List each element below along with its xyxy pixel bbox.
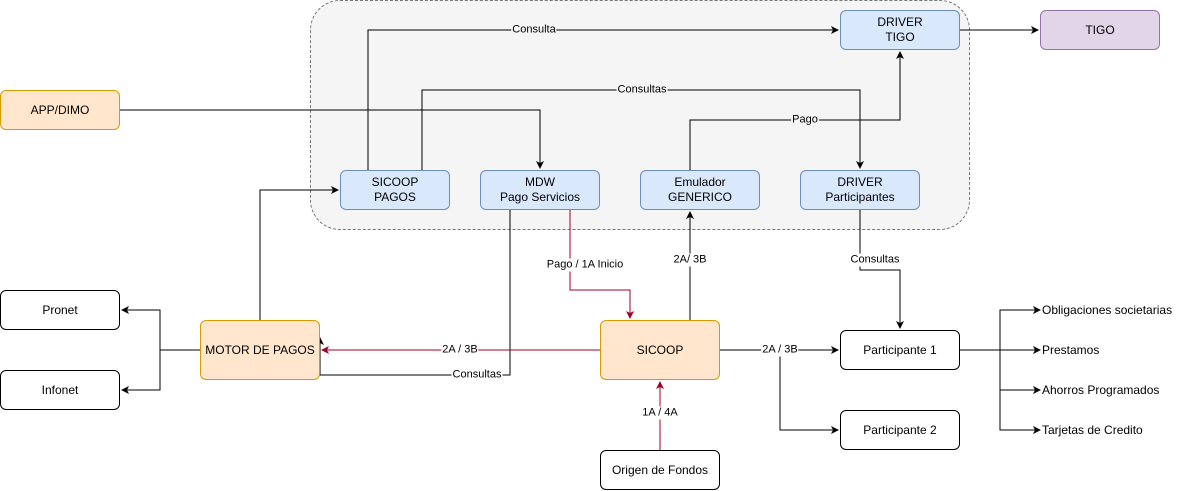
edge-label-consultas-driver: Consultas (849, 253, 901, 267)
sicoop-pagos-node: SICOOP PAGOS (340, 170, 450, 210)
edge-sicooppagos-drivertigo (367, 26, 839, 170)
edge-product-ahorros (999, 350, 1041, 394)
edge-driverparticipantes-participante1 (859, 210, 904, 329)
product-tarjetas: Tarjetas de Credito (1042, 423, 1143, 437)
edge-motor-pronet (121, 306, 200, 351)
edge-sicoop-participante2 (779, 350, 839, 434)
edge-label-pago: Pago (791, 113, 819, 127)
product-ahorros: Ahorros Programados (1042, 383, 1160, 397)
edge-label-2a3b-participante: 2A / 3B (761, 343, 799, 357)
origen-fondos-node: Origen de Fondos (600, 450, 720, 490)
emulador-node: Emulador GENERICO (640, 170, 760, 210)
edge-participante1-products (960, 306, 1041, 351)
edge-label-1a4a: 1A / 4A (641, 406, 679, 420)
edge-label-consulta: Consulta (511, 23, 557, 37)
driver-tigo-node: DRIVER TIGO (840, 10, 960, 50)
edge-motor-infonet (121, 350, 161, 394)
driver-participantes-node: DRIVER Participantes (800, 170, 920, 210)
edge-emulador-drivertigo (689, 51, 904, 170)
participante2-node: Participante 2 (840, 410, 960, 450)
pronet-node: Pronet (0, 290, 120, 330)
sicoop-node: SICOOP (600, 320, 720, 380)
app-dimo-node: APP/DIMO (0, 90, 120, 130)
edge-label-consultas-motor: Consultas (451, 368, 503, 382)
edge-mdw-motor (316, 210, 511, 376)
product-obligaciones: Obligaciones societarias (1042, 303, 1173, 317)
edge-label-2a3b-motor: 2A / 3B (441, 343, 479, 357)
infonet-node: Infonet (0, 370, 120, 410)
edge-appdimo-mdw (120, 109, 544, 169)
product-prestamos: Prestamos (1042, 343, 1100, 357)
mdw-node: MDW Pago Servicios (480, 170, 600, 210)
edge-label-consultas-top: Consultas (616, 83, 668, 97)
edge-motor-sicooppagos (259, 186, 339, 320)
edge-sicooppagos-driverparticipantes (421, 89, 864, 170)
edge-label-pago-1a-inicio: Pago / 1A Inicio (545, 258, 625, 272)
edge-product-tarjetas (999, 390, 1041, 434)
edge-label-2a3b-emulador: 2A/ 3B (672, 253, 708, 267)
motor-pagos-node: MOTOR DE PAGOS (200, 320, 320, 380)
participante1-node: Participante 1 (840, 330, 960, 370)
tigo-node: TIGO (1040, 10, 1160, 50)
edge-mdw-sicoop (569, 210, 634, 319)
